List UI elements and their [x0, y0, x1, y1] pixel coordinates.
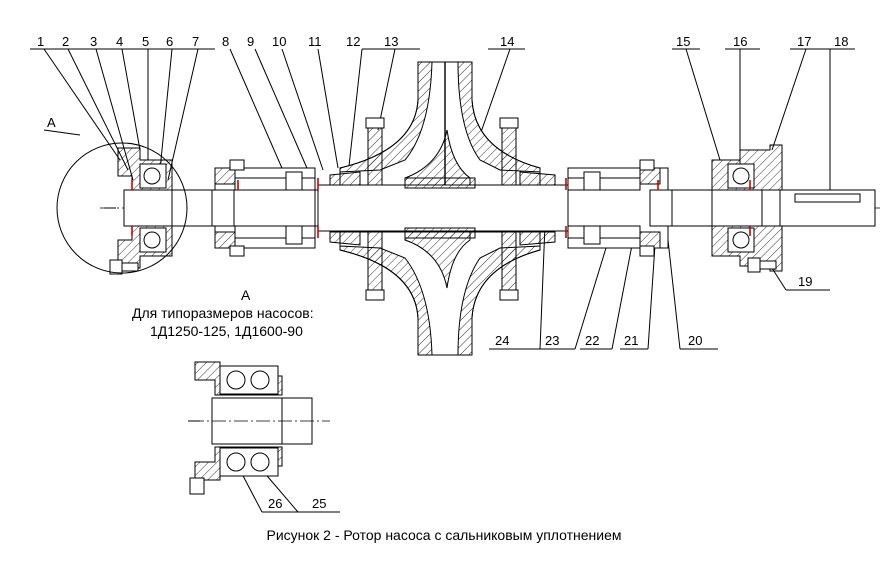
detail-title: А [241, 287, 251, 303]
impeller [339, 61, 541, 356]
part-label-11: 11 [308, 34, 322, 49]
right-gland [565, 159, 673, 257]
part-label-12: 12 [346, 34, 360, 49]
left-bearing [104, 147, 173, 275]
part-label-3: 3 [90, 34, 97, 49]
part-label-15: 15 [676, 34, 690, 49]
leader-lines [30, 48, 855, 513]
shaft-sleeves [329, 171, 556, 246]
part-labels-top: 1 2 3 4 5 6 7 8 9 10 11 12 13 14 15 16 1… [37, 34, 848, 49]
part-label-26: 26 [268, 496, 282, 511]
part-label-24: 24 [495, 333, 509, 348]
part-label-25: 25 [312, 496, 326, 511]
part-labels-bottom: 24 23 22 21 20 19 [495, 274, 812, 348]
part-label-9: 9 [247, 34, 254, 49]
part-label-17: 17 [797, 34, 811, 49]
part-label-13: 13 [384, 34, 398, 49]
part-label-21: 21 [624, 333, 638, 348]
figure-caption: Рисунок 2 - Ротор насоса с сальниковым у… [266, 527, 621, 543]
part-label-23: 23 [545, 333, 559, 348]
part-label-16: 16 [733, 34, 747, 49]
part-label-14: 14 [500, 34, 514, 49]
part-label-19: 19 [798, 274, 812, 289]
part-label-20: 20 [688, 333, 702, 348]
part-label-8: 8 [222, 34, 229, 49]
detail-caption-line2: 1Д1250-125, 1Д1600-90 [150, 323, 303, 339]
part-label-2: 2 [62, 34, 69, 49]
part-label-1: 1 [37, 34, 44, 49]
callout-letter-a: А [47, 115, 56, 130]
part-label-6: 6 [166, 34, 173, 49]
left-gland [211, 159, 319, 257]
part-label-4: 4 [116, 34, 123, 49]
part-label-10: 10 [272, 34, 286, 49]
detail-caption-line1: Для типоразмеров насосов: [132, 305, 314, 321]
part-label-5: 5 [142, 34, 149, 49]
part-label-22: 22 [585, 333, 599, 348]
right-bearing [711, 144, 783, 273]
part-label-18: 18 [834, 34, 848, 49]
part-label-7: 7 [192, 34, 199, 49]
detail-a: А Для типоразмеров насосов: 1Д1250-125, … [132, 287, 330, 511]
callout-circle-a [56, 142, 188, 274]
